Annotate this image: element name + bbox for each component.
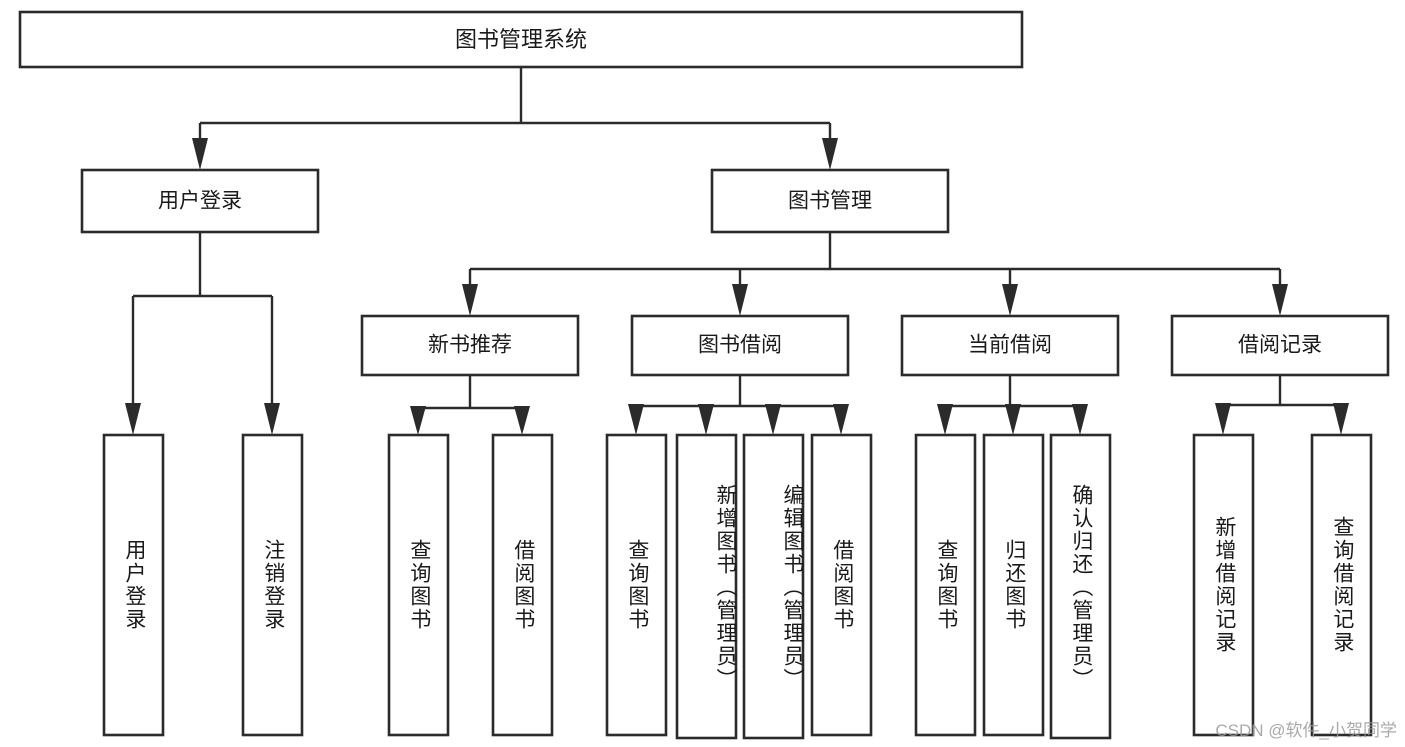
- arrowhead-leaf-return-book: [1005, 404, 1021, 435]
- node-box-leaf-logout-login[interactable]: [241, 433, 304, 737]
- node-box-book-management[interactable]: [710, 168, 950, 234]
- arrowhead-leaf-borrow-book-1: [514, 406, 530, 435]
- arrowhead-user-login: [192, 138, 208, 170]
- node-label-borrow-record: 借阅记录: [1238, 334, 1322, 357]
- arrowhead-leaf-logout-login: [264, 403, 280, 435]
- connector-group-current-borrow-to-leaves: [937, 375, 1088, 435]
- node-label-new-book-recommend: 新书推荐: [428, 334, 512, 357]
- node-borrow-record[interactable]: 借阅记录: [1170, 314, 1390, 377]
- node-label-book-borrow: 图书借阅: [698, 334, 782, 357]
- node-box-leaf-query-book-3[interactable]: [914, 433, 977, 737]
- arrowhead-leaf-query-book-3: [937, 404, 953, 435]
- arrowhead-book-borrow: [732, 284, 748, 316]
- node-box-current-borrow[interactable]: [900, 314, 1120, 377]
- node-box-user-login[interactable]: [80, 168, 320, 234]
- node-label-book-management: 图书管理: [788, 190, 872, 213]
- node-box-new-book-recommend[interactable]: [360, 314, 580, 377]
- node-label-current-borrow: 当前借阅: [968, 334, 1052, 357]
- arrowhead-new-book-recommend: [462, 284, 478, 316]
- node-book-borrow[interactable]: 图书借阅: [630, 314, 850, 377]
- node-box-leaf-add-record[interactable]: [1192, 433, 1255, 737]
- node-label-user-login: 用户登录: [158, 190, 242, 213]
- arrowhead-current-borrow: [1002, 284, 1018, 316]
- node-user-login[interactable]: 用户登录: [80, 168, 320, 234]
- arrowhead-leaf-confirm-return: [1072, 404, 1088, 435]
- arrowhead-leaf-add-book: [698, 404, 714, 435]
- node-box-leaf-borrow-book-1[interactable]: [491, 433, 554, 737]
- node-box-leaf-borrow-book-2[interactable]: [810, 433, 873, 737]
- node-box-leaf-query-book-2[interactable]: [605, 433, 668, 737]
- node-box-book-borrow[interactable]: [630, 314, 850, 377]
- arrowhead-leaf-add-record: [1215, 403, 1231, 435]
- node-box-leaf-edit-book[interactable]: [742, 433, 805, 740]
- node-label-root: 图书管理系统: [455, 27, 587, 52]
- connector-group-new-book-recommend-to-leaves: [410, 375, 530, 435]
- arrowhead-leaf-edit-book: [765, 404, 781, 435]
- node-box-leaf-return-book[interactable]: [982, 433, 1045, 737]
- node-root-book-management-system[interactable]: 图书管理系统: [18, 10, 1024, 69]
- node-box-leaf-confirm-return[interactable]: [1049, 433, 1112, 740]
- node-box-leaf-query-book-1[interactable]: [387, 433, 450, 737]
- connector-group-book-borrow-to-leaves: [628, 375, 849, 435]
- node-box-leaf-add-book[interactable]: [675, 433, 738, 740]
- arrowhead-leaf-borrow-book-2: [833, 404, 849, 435]
- node-box-borrow-record[interactable]: [1170, 314, 1390, 377]
- arrowhead-leaf-user-login: [125, 403, 141, 435]
- connector-group-root-to-level2: [192, 67, 838, 170]
- arrowhead-borrow-record: [1272, 284, 1288, 316]
- node-box-leaf-query-record[interactable]: [1310, 433, 1373, 737]
- connector-group-book-management-to-level3: [462, 232, 1288, 316]
- node-book-management[interactable]: 图书管理: [710, 168, 950, 234]
- arrowhead-leaf-query-record: [1333, 403, 1349, 435]
- node-box-root[interactable]: [18, 10, 1024, 69]
- arrowhead-book-management: [822, 138, 838, 170]
- node-new-book-recommend[interactable]: 新书推荐: [360, 314, 580, 377]
- node-current-borrow[interactable]: 当前借阅: [900, 314, 1120, 377]
- connector-group-user-login-to-leaves: [125, 232, 280, 435]
- node-box-leaf-user-login[interactable]: [102, 433, 165, 737]
- arrowhead-leaf-query-book-2: [628, 404, 644, 435]
- arrowhead-leaf-query-book-1: [410, 406, 426, 435]
- connector-group-borrow-record-to-leaves: [1215, 375, 1349, 435]
